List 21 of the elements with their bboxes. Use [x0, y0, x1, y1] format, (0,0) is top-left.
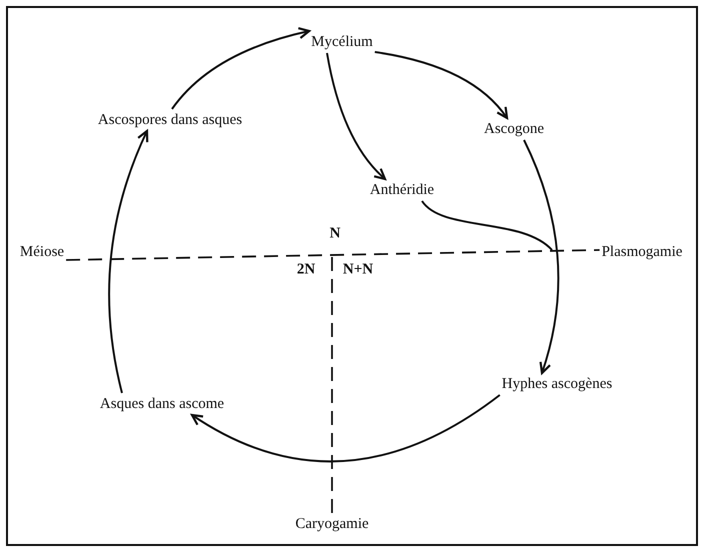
stage-label: Plasmogamie — [602, 243, 682, 261]
arrow — [190, 394, 500, 462]
dashed-line — [331, 257, 333, 513]
stage-label: Ascospores dans asques — [98, 111, 242, 129]
ploidy-label: N — [330, 226, 340, 242]
ploidy-label: 2N — [296, 262, 316, 278]
dashed-line — [66, 249, 600, 261]
stage-label: Ascogone — [484, 120, 544, 138]
stage-label: Asques dans ascome — [100, 395, 224, 413]
stage-label: Méiose — [20, 243, 64, 261]
stage-label: Hyphes ascogènes — [502, 375, 612, 393]
stage-label: Mycélium — [311, 33, 373, 51]
arrow — [374, 51, 508, 120]
arrow — [171, 27, 310, 110]
ploidy-label: N+N — [342, 262, 374, 278]
stage-label: Caryogamie — [295, 515, 369, 533]
connector-line — [421, 200, 553, 251]
stage-label: Anthéridie — [370, 181, 434, 199]
arrow — [108, 130, 149, 394]
arrow — [523, 140, 560, 374]
arrow — [326, 52, 386, 180]
